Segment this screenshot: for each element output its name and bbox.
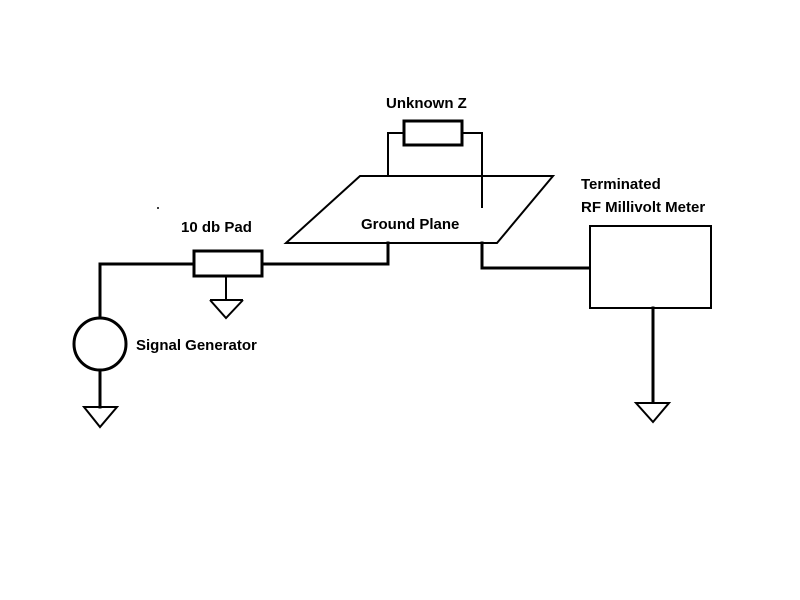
generator-to-pad-wire [98,262,196,320]
signal-generator-ground-icon [81,406,120,429]
ground-plane-label: Ground Plane [361,216,459,233]
meter-label-line1: Terminated [581,176,661,193]
pad-resistor [192,249,264,278]
unknown-z-label: Unknown Z [386,95,467,112]
pad-ground-icon [209,299,244,320]
meter-ground-icon [633,402,672,424]
unknown-z-left-lead [387,132,404,176]
ground-plane-shape [283,175,556,244]
unknown-z-right-lead [462,132,483,208]
unknown-z-component [387,119,483,208]
meter-component [589,225,712,424]
pad-component [192,249,264,320]
meter-box [589,225,712,309]
signal-generator-component [72,316,128,429]
unknown-z-resistor [402,119,464,147]
signal-generator-circle [72,316,128,372]
signal-generator-label: Signal Generator [136,337,257,354]
pad-label: 10 db Pad [181,219,252,236]
meter-label-line2: RF Millivolt Meter [581,199,705,216]
stray-dot [157,207,159,209]
ground-plane-right-drop [480,241,591,270]
